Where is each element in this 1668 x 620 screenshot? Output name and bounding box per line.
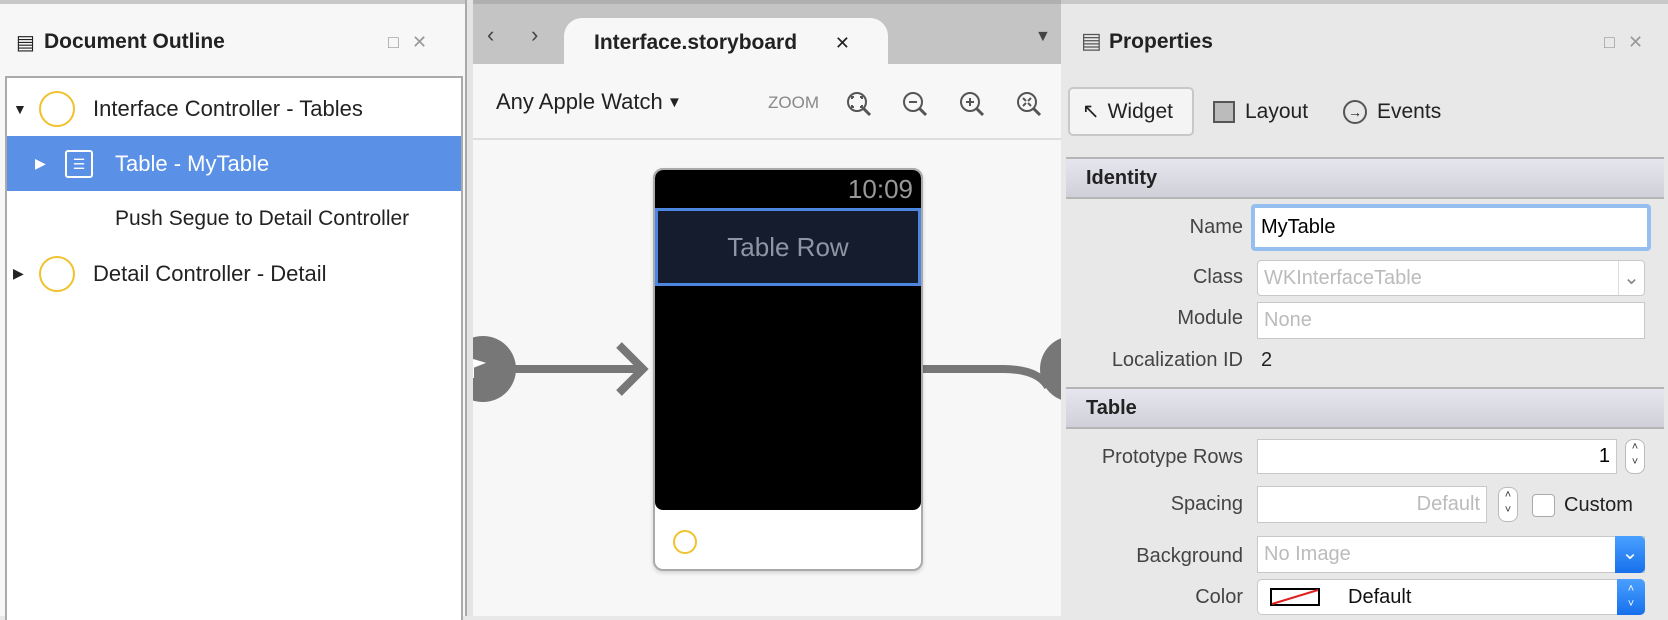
storyboard-canvas [473,336,1061,402]
localization-id-label: Localization ID [1111,349,1243,371]
spacing-input[interactable]: Default [1257,486,1487,523]
background-select[interactable]: No Image ⌄ [1257,536,1645,573]
close-tab-icon[interactable]: ✕ [834,32,850,53]
zoom-fit-icon[interactable] [847,92,872,117]
outline-icon: ▤ [16,32,35,54]
tab-label: Events [1377,99,1442,123]
tab-label: Widget [1107,99,1173,123]
disclosure-closed-icon[interactable]: ▶ [35,155,46,171]
layout-icon [1213,100,1235,123]
zoom-out-icon[interactable] [903,92,928,117]
item-label: Push Segue to Detail Controller [115,206,410,230]
tab-label: Layout [1245,99,1309,123]
disclosure-open-icon[interactable]: ▼ [13,100,27,117]
class-placeholder: WKInterfaceTable [1264,266,1422,289]
class-combobox[interactable]: WKInterfaceTable ⌄ [1257,260,1645,296]
spacing-placeholder: Default [1416,493,1480,515]
zoom-buttons [847,92,1042,117]
background-label: Background [1136,545,1243,567]
maximize-icon[interactable]: □ [388,32,399,52]
outline-item-table[interactable]: ▶ ☰ Table - MyTable [7,136,461,191]
tab-layout[interactable]: Layout [1213,87,1308,136]
outline-item-segue[interactable]: Push Segue to Detail Controller [7,191,461,246]
tab-label: Interface.storyboard [594,31,798,54]
custom-label: Custom [1564,494,1633,516]
zoom-label: ZOOM [768,93,819,112]
tab-widget[interactable]: ↖ Widget [1068,87,1194,136]
panel-title: Document Outline [44,30,225,53]
name-input[interactable]: MyTable [1251,204,1651,251]
forward-icon[interactable]: › [531,22,539,47]
module-placeholder: None [1264,309,1312,331]
name-value: MyTable [1261,216,1336,238]
item-label: Detail Controller - Detail [93,260,327,286]
outline-tree: ▼ Interface Controller - Tables ▶ ☰ Tabl… [5,76,463,620]
close-icon[interactable]: ✕ [1628,32,1644,52]
tab-events[interactable]: → Events [1343,87,1441,136]
chevron-down-icon[interactable]: ⌄ [1618,261,1644,295]
properties-icon: ▤ [1081,28,1102,53]
table-icon: ☰ [65,149,93,178]
chevron-down-icon[interactable]: ▼ [667,94,682,111]
chevron-down-icon[interactable]: ⌄ [1615,536,1645,573]
section-table[interactable]: Table [1066,387,1664,429]
class-label: Class [1192,266,1243,288]
editor-toolbar: Any Apple Watch ▼ ZOOM [473,64,1061,140]
flag-icon [473,359,487,378]
custom-checkbox[interactable] [1532,494,1555,517]
prototype-rows-input[interactable]: 1 [1257,439,1617,474]
color-label: Color [1195,586,1243,608]
table-row-label: Table Row [727,231,849,262]
outline-item-detail-controller[interactable]: ▶ Detail Controller - Detail [7,246,461,301]
section-title: Identity [1086,166,1158,189]
item-label: Interface Controller - Tables [93,95,363,121]
name-label: Name [1189,216,1243,238]
storyboard-editor: ‹ › Interface.storyboard ✕ ▼ Any Apple W… [473,0,1061,616]
prototype-rows-label: Prototype Rows [1101,446,1243,468]
controller-icon [39,90,75,127]
tab-interface-storyboard[interactable]: Interface.storyboard ✕ [564,18,888,68]
background-placeholder: No Image [1264,543,1351,565]
outline-item-interface-controller[interactable]: ▼ Interface Controller - Tables [7,81,461,136]
properties-panel: ▤ Properties □ ✕ ↖Widget Layout →Events … [1061,0,1668,620]
entry-point-icon[interactable] [473,336,516,402]
spacing-stepper[interactable]: ˄˅ [1498,487,1518,522]
interface-controller-scene[interactable]: 10:09 Table Row [653,168,923,571]
spacing-label: Spacing [1170,493,1243,515]
prototype-rows-stepper[interactable]: ˄˅ [1625,439,1645,474]
events-icon: → [1343,99,1367,124]
table-row[interactable]: Table Row [655,208,921,286]
device-selector[interactable]: Any Apple Watch [496,89,663,114]
controller-icon [673,530,697,554]
color-value: Default [1348,585,1412,608]
section-title: Table [1086,396,1137,419]
prototype-rows-value: 1 [1598,445,1610,467]
zoom-in-icon[interactable] [960,92,985,117]
watch-screen: 10:09 Table Row [655,170,921,510]
disclosure-closed-icon[interactable]: ▶ [13,265,24,281]
tab-bar: ‹ › Interface.storyboard ✕ ▼ [473,0,1061,68]
color-swatch-none-icon [1270,588,1320,606]
module-input[interactable]: None [1257,302,1645,339]
pointer-icon: ↖ [1082,100,1100,123]
localization-id-value: 2 [1261,349,1273,371]
section-identity[interactable]: Identity [1066,157,1664,199]
document-outline-panel: ▤ Document Outline □ ✕ ▼ Interface Contr… [0,0,465,620]
close-icon[interactable]: ✕ [412,32,428,52]
tab-overflow-icon[interactable]: ▼ [1035,28,1051,45]
status-time: 10:09 [847,174,913,204]
splitter[interactable] [465,0,473,616]
maximize-icon[interactable]: □ [1604,32,1615,52]
back-icon[interactable]: ‹ [487,22,495,47]
module-label: Module [1177,307,1243,329]
item-label: Table - MyTable [115,150,270,176]
segue-icon[interactable] [1040,336,1061,402]
controller-icon [39,255,75,292]
zoom-reset-icon[interactable] [1017,92,1042,117]
panel-title: Properties [1109,30,1213,53]
color-select[interactable]: Default ˄˅ [1257,579,1645,615]
updown-icon[interactable]: ˄˅ [1617,579,1645,615]
